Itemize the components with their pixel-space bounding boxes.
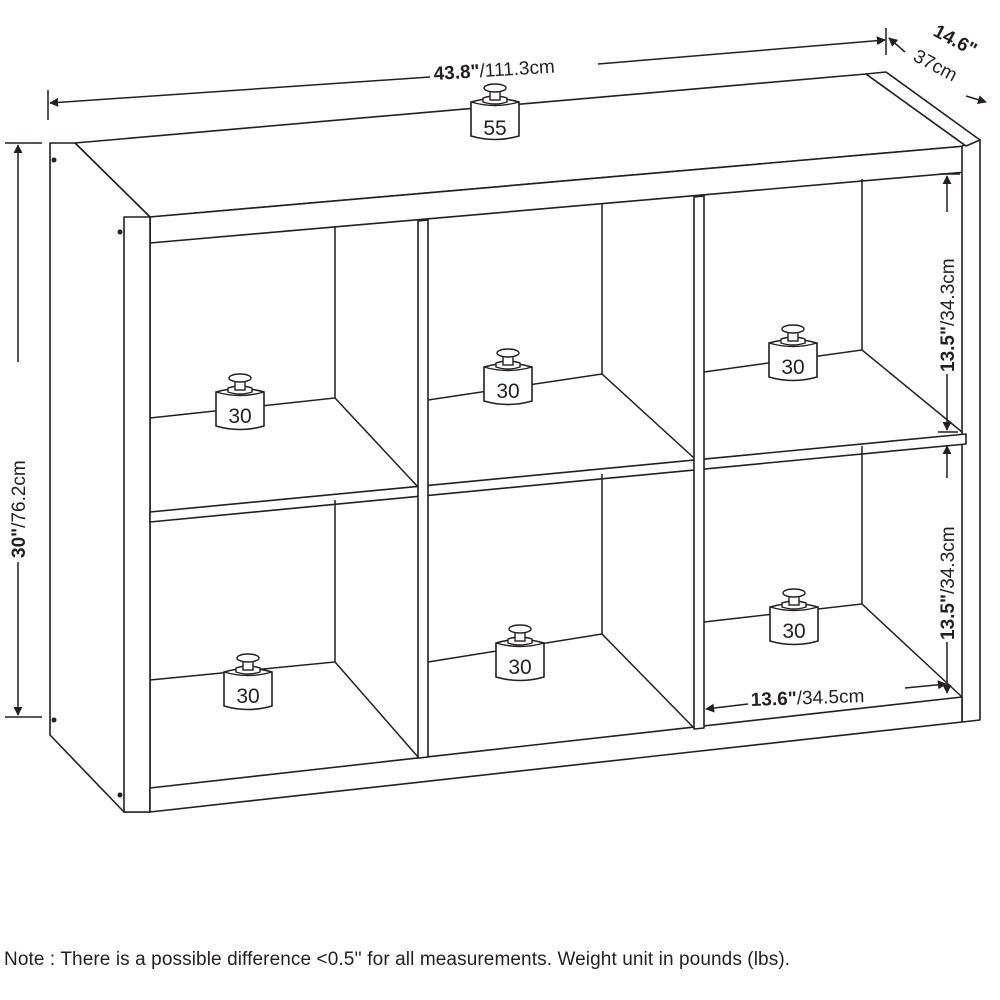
cube-width-metric: /34.5cm [796,686,864,709]
measurement-note: Note : There is a possible difference <0… [4,949,791,970]
upper-cube-height-metric: /34.3cm [938,258,959,326]
weight-cube-top-middle-icon: 30 [483,348,533,406]
weight-cube-bottom-left-icon: 30 [223,653,273,711]
screw-holes [51,157,123,798]
upper-cube-height-label: 13.5"/34.3cm [938,258,959,372]
weight-cube-top-left-icon: 30 [215,373,265,431]
cube-width-imperial: 13.6" [750,688,797,711]
width-dimension-label: 43.8"/111.3cm [433,57,555,85]
height-metric: /76.2cm [9,460,30,528]
weight-cube-bottom-right-icon: 30 [769,588,819,646]
weight-cube-top-right-icon: 30 [768,324,818,382]
weight-cube-top-middle-label: 30 [496,380,519,403]
lower-cube-height-label: 13.5"/34.3cm [938,526,959,640]
lower-cube-height-imperial: 13.5" [938,594,959,640]
weight-cube-bottom-middle-label: 30 [508,656,531,679]
cube-width-label: 13.6"/34.5cm [750,686,864,711]
weight-cube-bottom-left-label: 30 [236,685,259,708]
upper-cube-height-imperial: 13.5" [938,326,959,372]
lower-cube-height-metric: /34.3cm [938,526,959,594]
weight-top-icon: 55 [470,83,520,141]
width-imperial: 43.8" [433,61,480,85]
depth-metric: 37cm [910,46,961,86]
weight-cube-top-left-label: 30 [228,405,251,428]
weight-cube-bottom-middle-icon: 30 [495,624,545,682]
weight-cube-top-right-label: 30 [781,356,804,379]
bookcase-outline [49,71,981,813]
cube-interiors [149,179,963,758]
height-dimension-label: 30"/76.2cm [9,460,30,558]
width-metric: /111.3cm [479,57,555,83]
dimension-lines [5,28,987,718]
height-imperial: 30" [9,528,30,558]
weight-cube-bottom-right-label: 30 [782,620,805,643]
weight-top-label: 55 [483,117,506,140]
